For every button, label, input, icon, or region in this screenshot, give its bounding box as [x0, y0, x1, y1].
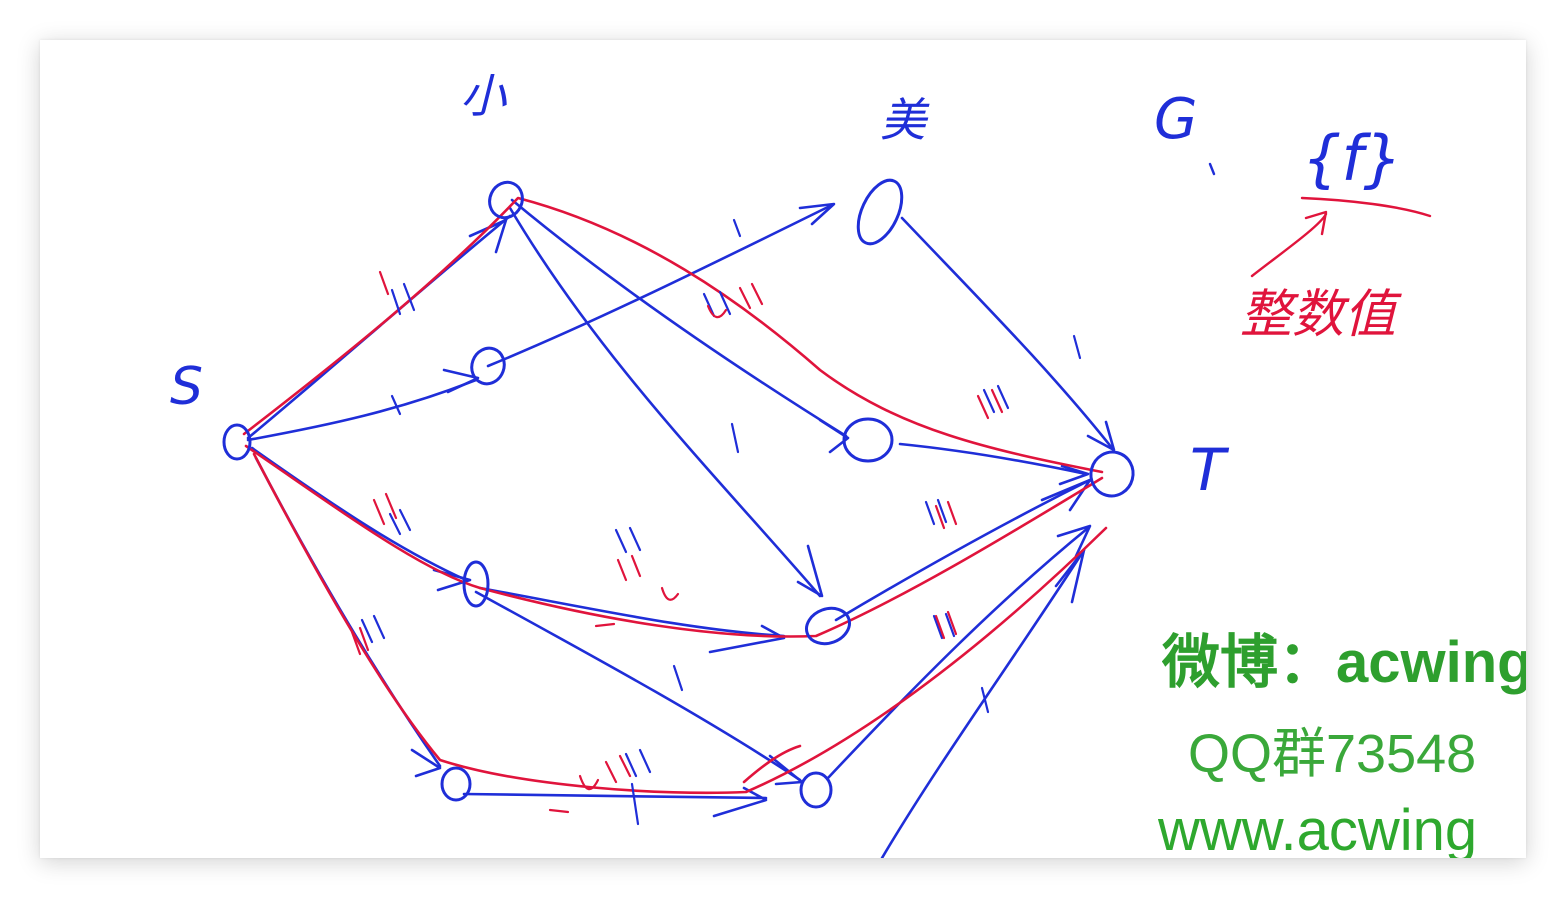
edge-f-g [462, 792, 768, 800]
whiteboard: S T 小 美 G {f} 整数值 微博：acwing QQ群73548 www… [40, 40, 1526, 858]
node-top [856, 178, 904, 246]
watermark-weibo: 微博：acwing [1162, 630, 1526, 695]
arrowhead-a-e [796, 544, 824, 598]
arrowhead-s-a [468, 218, 508, 254]
edge-a-e [508, 206, 822, 598]
flow-network-diagram: S T 小 美 G {f} 整数值 [170, 69, 1432, 858]
node-s [222, 423, 252, 461]
arrowhead-a-c [818, 418, 850, 454]
arrowhead-s-b [442, 368, 480, 394]
nodes [222, 178, 1135, 809]
flow-path-lower [252, 452, 1108, 795]
arrowhead-f-g [712, 786, 768, 818]
edge-s-d [250, 446, 468, 582]
flow-paths [242, 196, 1108, 795]
node-a [488, 180, 524, 220]
arrowhead-s-f [410, 748, 442, 778]
edge-d-e [478, 586, 786, 638]
integer-value-label: 整数值 [1240, 285, 1402, 345]
left-group-label: 小 [460, 69, 507, 123]
node-c [842, 417, 894, 463]
node-e [805, 606, 851, 646]
text-labels: S T 小 美 G {f} 整数值 [170, 69, 1403, 504]
graph-annotation [1208, 162, 1216, 176]
flow-path-lower-tail [742, 744, 802, 784]
node-b [470, 346, 506, 386]
watermark-qq-group: QQ群73548 [1188, 724, 1477, 784]
arrowhead-b-top [798, 202, 836, 226]
node-d [462, 560, 490, 608]
fraction-underline [1250, 196, 1432, 278]
flow-path-middle [244, 444, 1104, 638]
edge-g-t [826, 526, 1090, 780]
flow-set-label: {f} [1302, 122, 1403, 195]
arrowhead-d-e [708, 624, 786, 654]
arrowhead-c-t [1058, 464, 1090, 486]
right-group-label: 美 [880, 93, 930, 147]
comma-mark [1208, 162, 1216, 176]
flow-ticks [350, 270, 1004, 814]
sink-label: T [1190, 436, 1230, 504]
edge-s-f [254, 456, 442, 768]
edge-top-t [900, 216, 1114, 450]
arrowhead-top-t [1086, 420, 1116, 452]
source-label: S [170, 357, 203, 417]
arrowhead-g-t [1056, 524, 1092, 558]
watermark-website: www.acwing [1158, 798, 1478, 858]
edge-c-t [898, 442, 1088, 476]
node-g [799, 771, 833, 809]
graph-label: G [1154, 87, 1197, 152]
edge-incoming-t [880, 548, 1086, 858]
arrowhead-e-t [1040, 478, 1092, 512]
edge-e-t [834, 478, 1092, 622]
node-t [1089, 450, 1135, 498]
node-f [440, 766, 472, 802]
edge-b-top [486, 204, 832, 368]
edge-d-g [474, 590, 802, 782]
edge-a-c [510, 198, 848, 438]
edge-s-b [246, 378, 478, 442]
capacity-ticks [360, 218, 1082, 826]
flow-path-upper [242, 196, 1104, 474]
network-edges [246, 198, 1116, 858]
